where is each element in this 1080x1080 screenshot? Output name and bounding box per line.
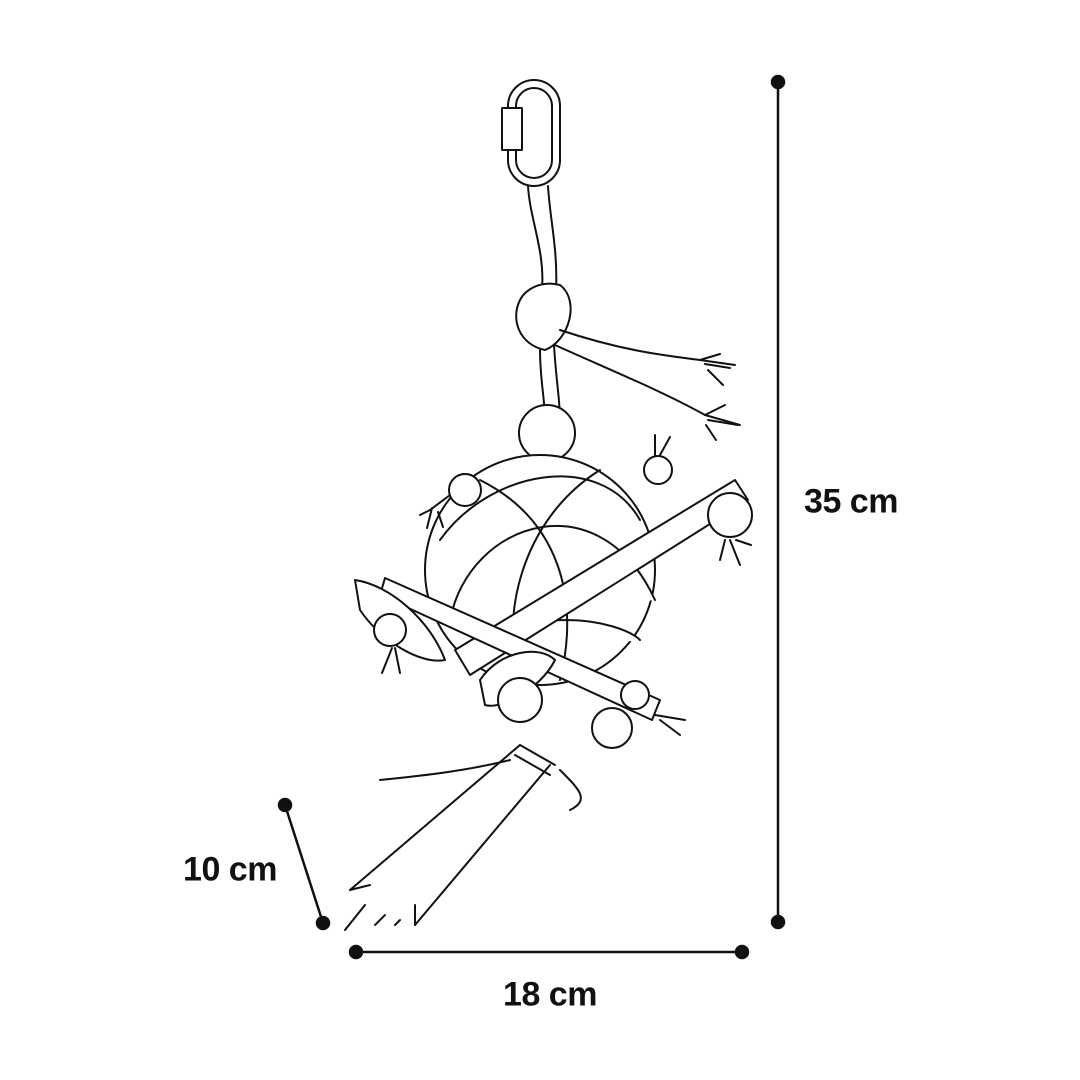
rope-tassel-top <box>554 329 741 426</box>
bead <box>620 680 650 710</box>
height-label: 35 cm <box>804 482 898 521</box>
rope-tassel-bottom <box>349 744 551 926</box>
dimension-lines <box>277 74 786 960</box>
toy-illustration <box>344 79 753 931</box>
bead-top <box>518 404 576 462</box>
wooden-stick <box>454 479 749 676</box>
bead <box>373 613 407 647</box>
width-label: 18 cm <box>503 975 597 1014</box>
bead <box>497 677 543 723</box>
rope <box>527 185 558 291</box>
bead <box>591 707 633 749</box>
bead <box>448 473 482 507</box>
bead <box>643 455 673 485</box>
depth-dimension-line <box>283 804 325 924</box>
bead <box>707 492 753 538</box>
depth-label: 10 cm <box>183 850 277 889</box>
